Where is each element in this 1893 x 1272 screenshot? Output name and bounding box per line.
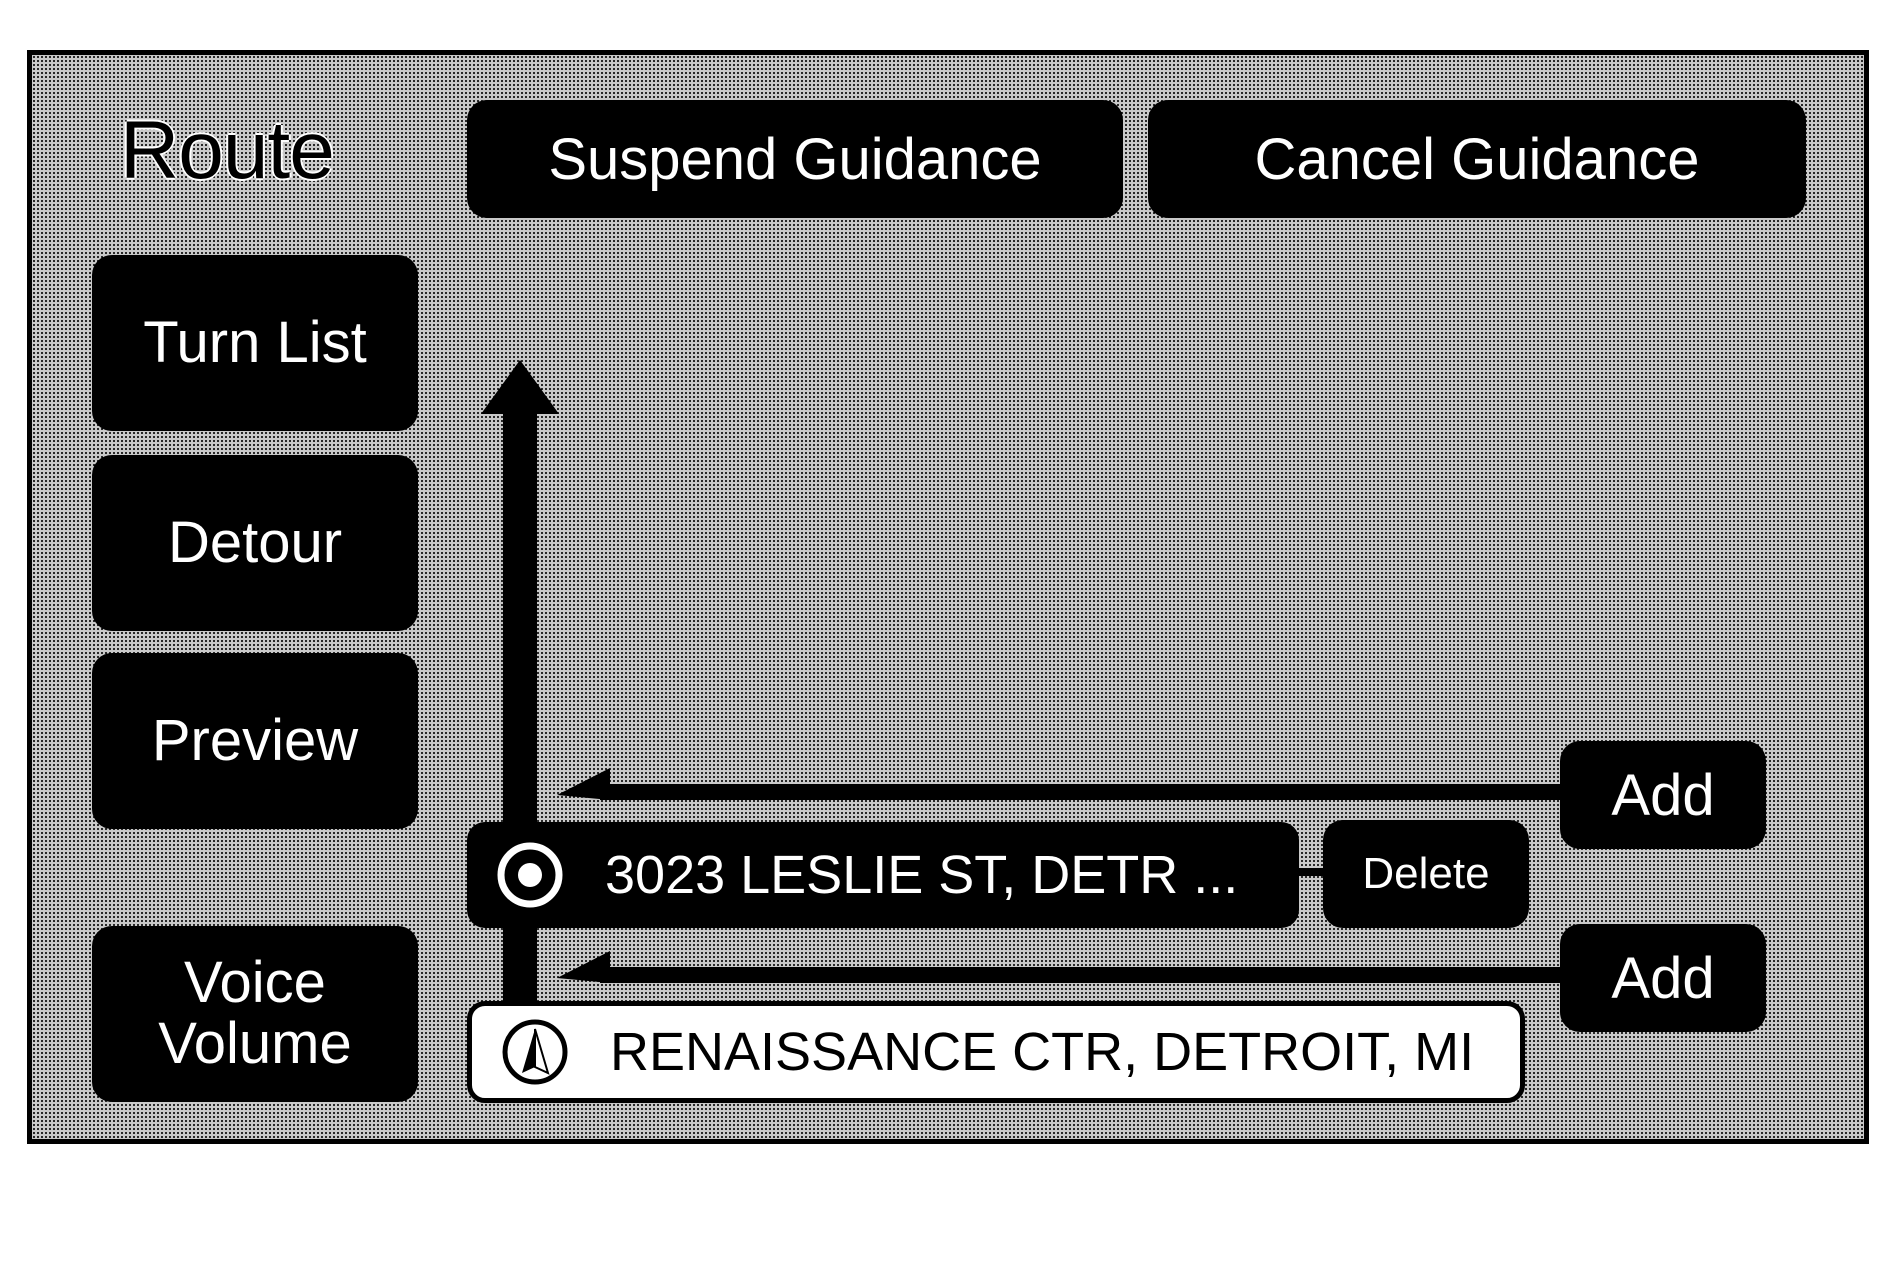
preview-button[interactable]: Preview — [92, 653, 418, 829]
detour-button[interactable]: Detour — [92, 455, 418, 631]
page-title: Route — [120, 105, 335, 196]
voice-volume-button[interactable]: Voice Volume — [92, 926, 418, 1102]
origin-address: RENAISSANCE CTR, DETROIT, MI — [610, 1022, 1475, 1082]
waypoint-address: 3023 LESLIE ST, DETR ... — [605, 845, 1239, 905]
add-waypoint-button-lower[interactable]: Add — [1560, 924, 1766, 1032]
cancel-guidance-button[interactable]: Cancel Guidance — [1148, 100, 1806, 218]
suspend-guidance-button[interactable]: Suspend Guidance — [467, 100, 1123, 218]
add-waypoint-button-upper[interactable]: Add — [1560, 741, 1766, 849]
waypoint-row[interactable]: 3023 LESLIE ST, DETR ... — [467, 822, 1299, 928]
vehicle-position-icon — [502, 1019, 568, 1085]
voice-volume-label-line2: Volume — [158, 1011, 352, 1076]
voice-volume-label-line1: Voice — [184, 950, 326, 1016]
origin-row[interactable]: RENAISSANCE CTR, DETROIT, MI — [467, 1001, 1525, 1103]
target-icon — [497, 842, 563, 908]
delete-waypoint-button[interactable]: Delete — [1323, 820, 1529, 928]
turn-list-button[interactable]: Turn List — [92, 255, 418, 431]
